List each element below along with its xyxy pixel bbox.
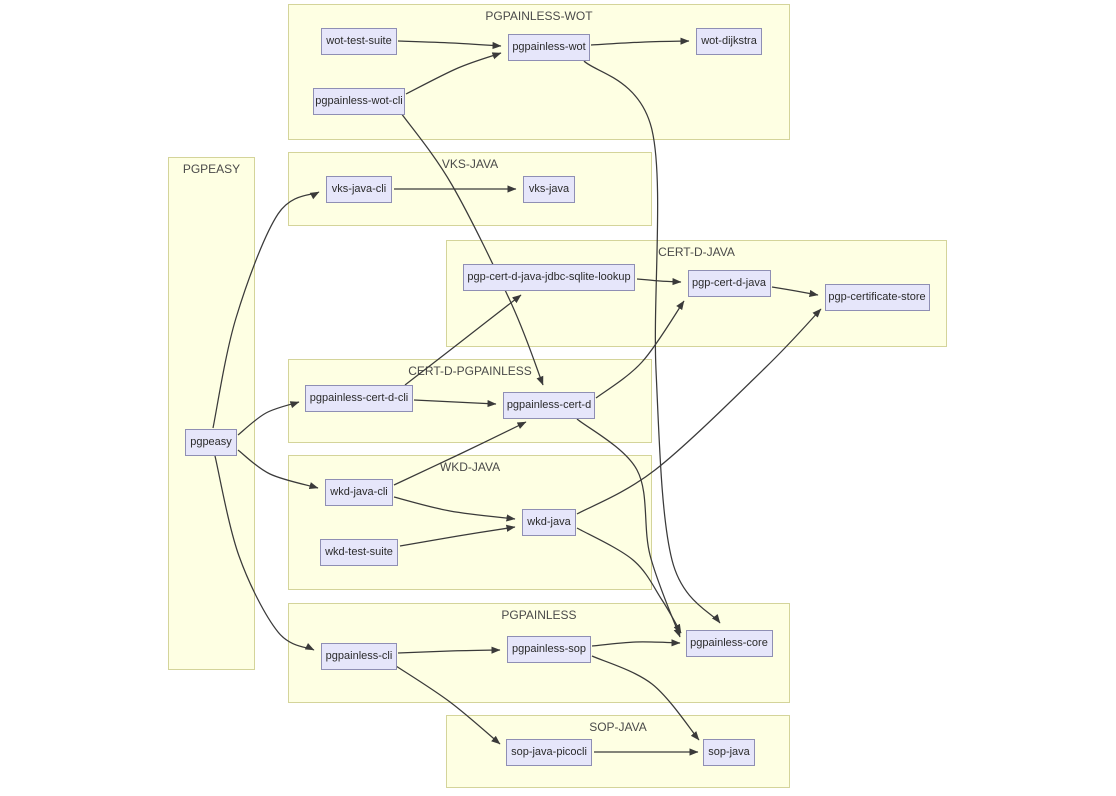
node-pgpainless-sop: pgpainless-sop [507, 635, 591, 663]
node-wkd-java-cli: wkd-java-cli [325, 478, 393, 506]
node-wkd-test-suite: wkd-test-suite [320, 538, 398, 566]
cluster-pgpainless-wot: PGPAINLESS-WOT [288, 4, 790, 140]
cluster-label-cert-d-pgpainless: CERT-D-PGPAINLESS [408, 364, 532, 378]
node-pgp-cert-d-java: pgp-cert-d-java [687, 269, 771, 297]
node-pgpainless-cert-d-cli: pgpainless-cert-d-cli [305, 384, 413, 412]
node-sop-java-picocli: sop-java-picocli [506, 738, 592, 766]
cluster-pgpeasy: PGPEASY [168, 157, 255, 670]
node-pgp-cert-d-java-jdbc-sqlite-lookup: pgp-cert-d-java-jdbc-sqlite-lookup [463, 263, 635, 291]
cluster-label-wkd-java: WKD-JAVA [439, 460, 501, 474]
node-wot-dijkstra: wot-dijkstra [696, 27, 762, 55]
cluster-label-sop-java: SOP-JAVA [589, 720, 647, 734]
cluster-label-vks-java: VKS-JAVA [441, 157, 499, 171]
cluster-label-pgpainless-wot: PGPAINLESS-WOT [485, 9, 593, 23]
cluster-label-pgpainless: PGPAINLESS [501, 608, 577, 622]
node-pgp-certificate-store: pgp-certificate-store [824, 283, 930, 311]
node-pgpeasy: pgpeasy [185, 428, 237, 456]
node-wkd-java: wkd-java [522, 508, 576, 536]
cluster-wkd-java: WKD-JAVA [288, 455, 652, 590]
node-pgpainless-cli: pgpainless-cli [321, 642, 397, 670]
node-pgpainless-cert-d: pgpainless-cert-d [503, 391, 595, 419]
node-pgpainless-wot-cli: pgpainless-wot-cli [313, 87, 405, 115]
node-wot-test-suite: wot-test-suite [321, 27, 397, 55]
node-vks-java-cli: vks-java-cli [326, 175, 392, 203]
node-vks-java: vks-java [523, 175, 575, 203]
cluster-label-cert-d-java: CERT-D-JAVA [658, 245, 735, 259]
node-pgpainless-core: pgpainless-core [685, 629, 773, 657]
node-pgpainless-wot: pgpainless-wot [508, 33, 590, 61]
cluster-label-pgpeasy: PGPEASY [182, 162, 241, 176]
node-sop-java: sop-java [703, 738, 755, 766]
